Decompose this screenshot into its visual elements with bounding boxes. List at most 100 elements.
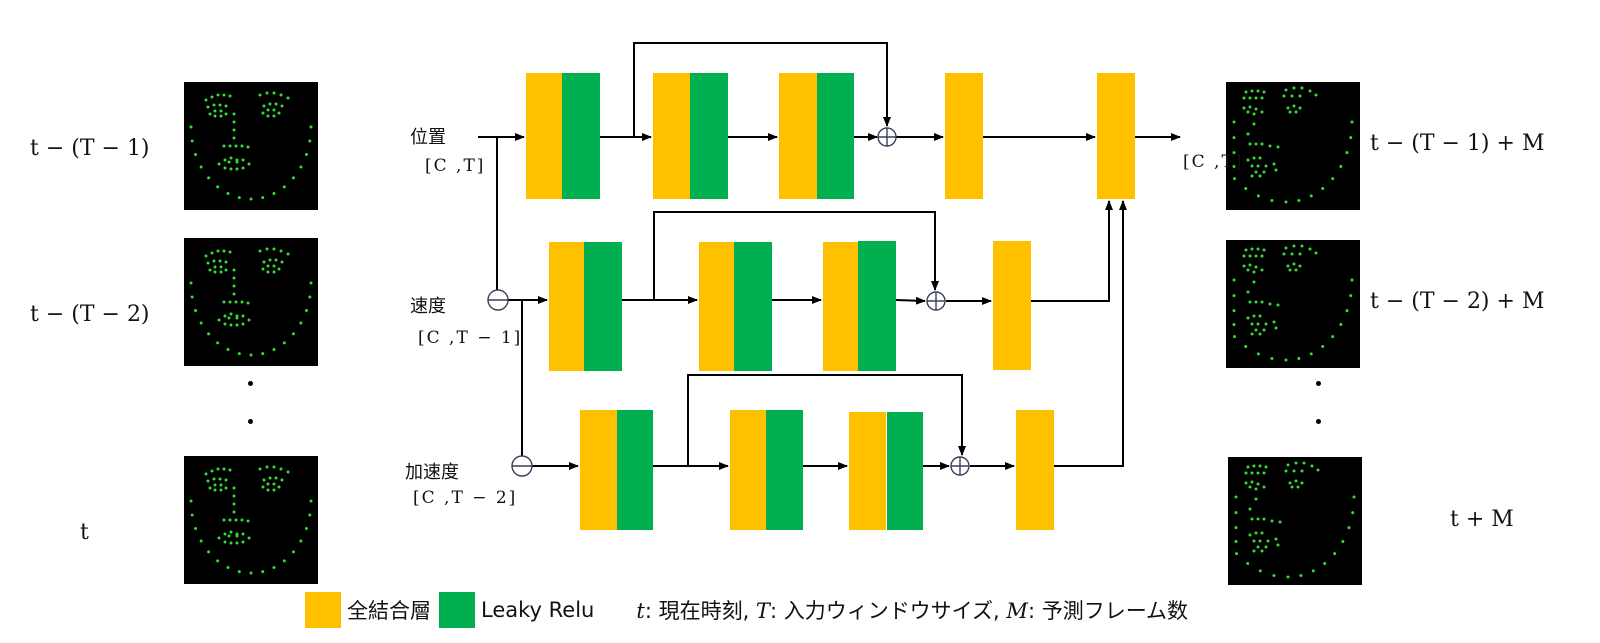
landmark-point xyxy=(235,534,239,538)
landmark-point xyxy=(1252,122,1256,126)
landmark-point xyxy=(232,502,236,506)
landmark-point xyxy=(1242,264,1246,268)
landmark-point xyxy=(282,559,286,563)
landmark-point xyxy=(1276,145,1280,149)
landmark-point xyxy=(308,513,312,517)
fc-layer xyxy=(779,73,817,199)
landmark-point xyxy=(216,249,220,253)
landmark-point xyxy=(228,144,232,148)
landmark-point xyxy=(1250,471,1254,475)
landmark-point xyxy=(1290,485,1294,489)
landmark-point xyxy=(217,536,221,540)
ellipsis-dot xyxy=(248,419,253,424)
landmark-point xyxy=(212,477,216,481)
landmark-point xyxy=(1314,251,1318,255)
landmark-point xyxy=(232,268,236,272)
landmark-point xyxy=(265,247,269,251)
landmark-point xyxy=(232,136,236,140)
output-face-frame-2 xyxy=(1226,240,1360,368)
landmark-point xyxy=(1254,142,1258,146)
landmark-point xyxy=(232,494,236,498)
input-frame-label-1: t − (T − 1) xyxy=(30,136,150,161)
landmark-point xyxy=(241,532,245,536)
landmark-point xyxy=(1268,144,1272,148)
landmark-point xyxy=(216,467,220,471)
landmark-point xyxy=(217,318,221,322)
leaky-relu-layer xyxy=(887,412,923,530)
landmark-point xyxy=(1232,136,1236,140)
landmark-point xyxy=(1345,151,1349,155)
landmark-point xyxy=(232,510,236,514)
landmark-point xyxy=(1258,156,1262,160)
add-operator-icon xyxy=(950,456,970,476)
landmark-point xyxy=(1286,463,1290,467)
landmark-point xyxy=(213,265,217,269)
landmark-point xyxy=(240,144,244,148)
landmark-point xyxy=(1252,280,1256,284)
landmark-point xyxy=(1248,254,1252,258)
landmark-point xyxy=(1270,519,1274,523)
landmark-point xyxy=(207,550,211,554)
legend-lrelu-label: Leaky Relu xyxy=(481,598,595,622)
landmark-point xyxy=(1258,174,1262,178)
landmark-point xyxy=(1331,335,1335,339)
ellipsis-dot xyxy=(248,381,253,386)
landmark-point xyxy=(1256,471,1260,475)
landmark-point xyxy=(1260,96,1264,100)
landmark-point xyxy=(1256,247,1260,251)
landmark-point xyxy=(277,485,281,489)
landmark-point xyxy=(309,281,313,285)
landmark-point xyxy=(189,125,193,129)
fc-layer xyxy=(945,73,983,199)
landmark-point xyxy=(1250,164,1254,168)
landmark-point xyxy=(228,94,232,98)
landmark-point xyxy=(1250,89,1254,93)
landmark-point xyxy=(1266,539,1270,543)
landmark-point xyxy=(309,499,313,503)
landmark-point xyxy=(266,264,270,268)
landmark-point xyxy=(272,348,276,352)
output-dims: [C ,T] xyxy=(1183,152,1244,172)
landmark-point xyxy=(1321,345,1325,349)
landmark-point xyxy=(190,295,194,299)
landmark-point xyxy=(1232,294,1236,298)
landmark-point xyxy=(1274,537,1278,541)
landmark-point xyxy=(1254,265,1258,269)
landmark-point xyxy=(1339,164,1343,168)
ellipsis-dot xyxy=(1316,457,1321,462)
landmark-point xyxy=(1256,517,1260,521)
landmark-point xyxy=(1254,487,1258,491)
landmark-point xyxy=(1252,539,1256,543)
landmark-point xyxy=(1260,531,1264,535)
landmark-point xyxy=(299,321,303,325)
landmark-point xyxy=(229,167,233,171)
symbol-T: T xyxy=(755,599,770,623)
landmark-point xyxy=(234,518,238,522)
symbol-M: M xyxy=(1006,599,1028,623)
subtract-operator-icon xyxy=(511,455,533,477)
landmark-point xyxy=(210,95,214,99)
landmark-point xyxy=(308,139,312,143)
landmark-point xyxy=(224,104,228,108)
leaky-relu-layer xyxy=(734,242,772,371)
landmark-point xyxy=(261,485,265,489)
landmark-point xyxy=(1333,552,1337,556)
landmark-point xyxy=(1292,469,1296,473)
landmark-point xyxy=(266,108,270,112)
landmark-point xyxy=(232,276,236,280)
stream-dims-acceleration: [C ,T − 2] xyxy=(413,488,518,508)
landmark-point xyxy=(262,260,266,264)
landmark-point xyxy=(249,571,253,575)
landmark-point xyxy=(1260,254,1264,258)
output-frame-label-2: t − (T − 2) + M xyxy=(1370,289,1545,314)
landmark-point xyxy=(261,196,265,200)
stream-dims-velocity: [C ,T − 1] xyxy=(418,328,523,348)
landmark-point xyxy=(213,109,217,113)
landmark-point xyxy=(1286,264,1290,268)
landmark-point xyxy=(1264,164,1268,168)
landmark-point xyxy=(258,93,262,97)
landmark-point xyxy=(1278,520,1282,524)
landmark-point xyxy=(1264,465,1268,469)
landmark-point xyxy=(249,353,253,357)
landmark-point xyxy=(216,559,220,563)
